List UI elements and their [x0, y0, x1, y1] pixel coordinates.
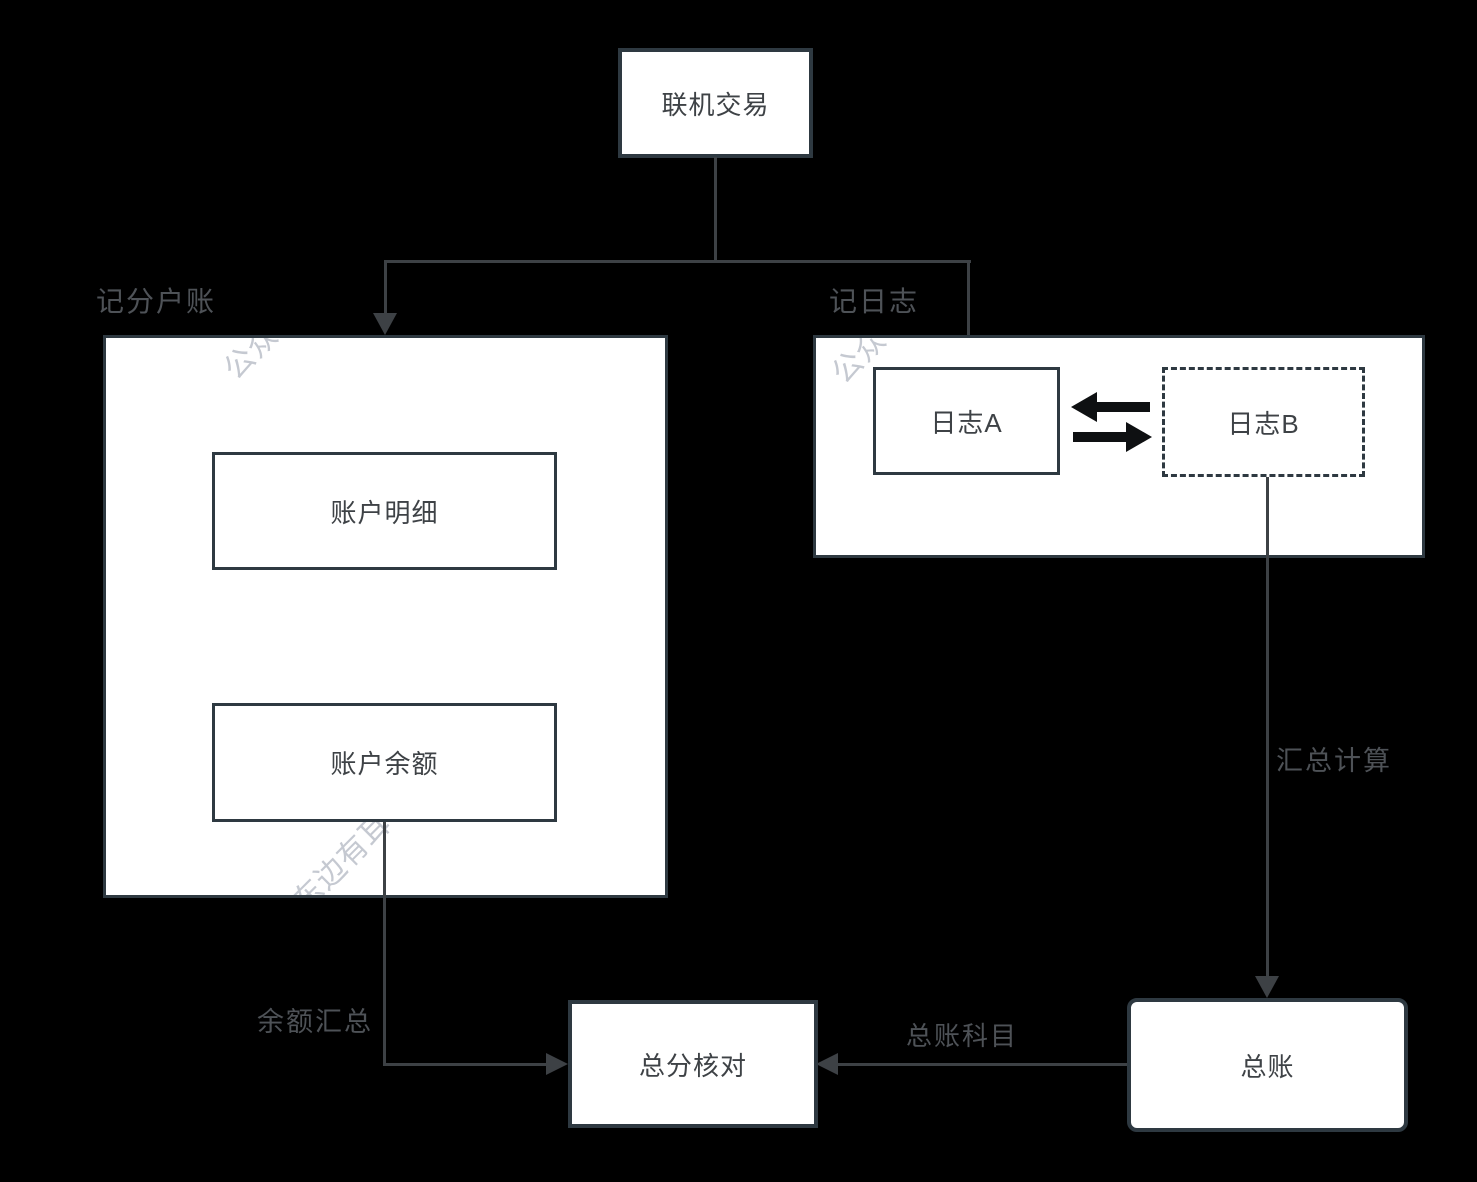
- edge-label-gl-account: 总账科目: [906, 1021, 1019, 1051]
- arrowhead-into-reconciliation-left: [546, 1053, 568, 1075]
- connector-balance-right: [383, 1063, 548, 1066]
- node-journal-a-label: 日志A: [930, 407, 1003, 438]
- exchange-arrow-right-icon: [1126, 422, 1152, 452]
- node-online-transaction: 联机交易: [618, 48, 813, 158]
- connector-to-subledger: [384, 260, 387, 314]
- exchange-arrow-left-shaft: [1095, 402, 1150, 412]
- group-label-journal: 记日志: [829, 286, 920, 317]
- arrowhead-into-subledger: [373, 313, 397, 335]
- arrowhead-into-reconciliation-right: [816, 1053, 838, 1075]
- connector-split-horizontal: [384, 260, 971, 263]
- watermark: 公众: [217, 335, 286, 387]
- node-reconciliation-label: 总分核对: [638, 1050, 747, 1081]
- node-online-transaction-label: 联机交易: [661, 89, 770, 120]
- node-reconciliation: 总分核对: [568, 1000, 818, 1128]
- node-general-ledger: 总账: [1127, 998, 1408, 1132]
- arrowhead-into-gl: [1255, 976, 1279, 998]
- node-account-balance: 账户余额: [212, 703, 557, 822]
- node-account-balance-label: 账户余额: [330, 749, 439, 779]
- connector-journalb-to-gl: [1266, 477, 1269, 977]
- node-journal-b: 日志B: [1162, 367, 1365, 477]
- node-account-detail: 账户明细: [212, 452, 557, 570]
- edge-label-balance-summary: 余额汇总: [257, 1007, 373, 1037]
- connector-to-journal-a: [967, 260, 970, 348]
- connector-balance-down: [383, 822, 386, 1066]
- node-account-detail-label: 账户明细: [330, 497, 439, 528]
- node-journal-b-label: 日志B: [1227, 408, 1300, 439]
- node-journal-a: 日志A: [873, 367, 1060, 475]
- exchange-arrow-right-shaft: [1073, 432, 1128, 442]
- connector-online-down: [714, 157, 717, 263]
- group-label-subledger: 记分户账: [96, 286, 217, 317]
- exchange-arrow-left-icon: [1071, 392, 1097, 422]
- edge-label-summary-calculation: 汇总计算: [1276, 746, 1392, 776]
- connector-gl-to-reconciliation: [836, 1063, 1127, 1066]
- node-general-ledger-label: 总账: [1240, 1051, 1295, 1082]
